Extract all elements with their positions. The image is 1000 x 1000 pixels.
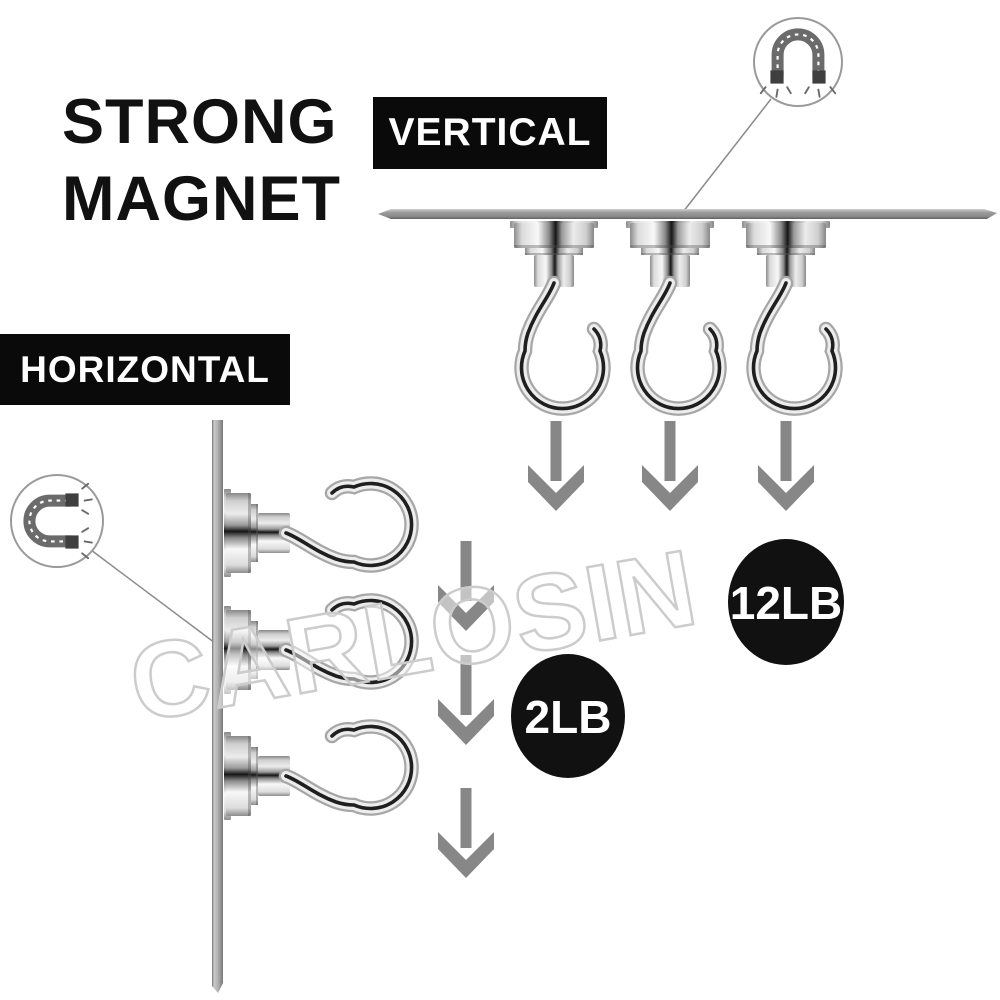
callout-line-horizontal	[90, 549, 224, 650]
vertical-capacity-badge: 12LB	[728, 539, 844, 665]
horizontal-section-label: HORIZONTAL	[0, 334, 290, 405]
horizontal-capacity-badge: 2LB	[511, 654, 625, 778]
vertical-capacity-text: 12LB	[730, 577, 842, 629]
magnetic-hook-vertical-3	[742, 221, 836, 409]
ceiling-plate	[378, 209, 997, 219]
headline-line-1: STRONG	[62, 87, 338, 157]
magnetic-hook-horizontal-1	[224, 484, 412, 578]
down-arrow	[758, 421, 814, 511]
callout-line-vertical	[682, 98, 772, 213]
wall-plate	[212, 420, 223, 993]
down-arrow	[438, 788, 494, 878]
vertical-section-label: VERTICAL	[373, 97, 607, 169]
headline-line-2: MAGNET	[62, 164, 341, 234]
magnetic-hook-vertical-2	[626, 221, 720, 409]
callout-circle	[753, 17, 843, 107]
badge-circle	[728, 539, 844, 665]
magnetic-hook-vertical-1	[510, 221, 604, 409]
down-arrow	[528, 421, 584, 511]
magnet-callout-vertical	[753, 17, 843, 107]
magnetic-hook-horizontal-3	[224, 727, 412, 821]
down-arrow	[642, 421, 698, 511]
horizontal-capacity-text: 2LB	[525, 691, 612, 743]
headline: STRONG MAGNET	[62, 84, 341, 238]
callout-circle	[10, 474, 104, 568]
magnet-callout-horizontal	[10, 474, 104, 568]
badge-circle	[511, 654, 625, 778]
